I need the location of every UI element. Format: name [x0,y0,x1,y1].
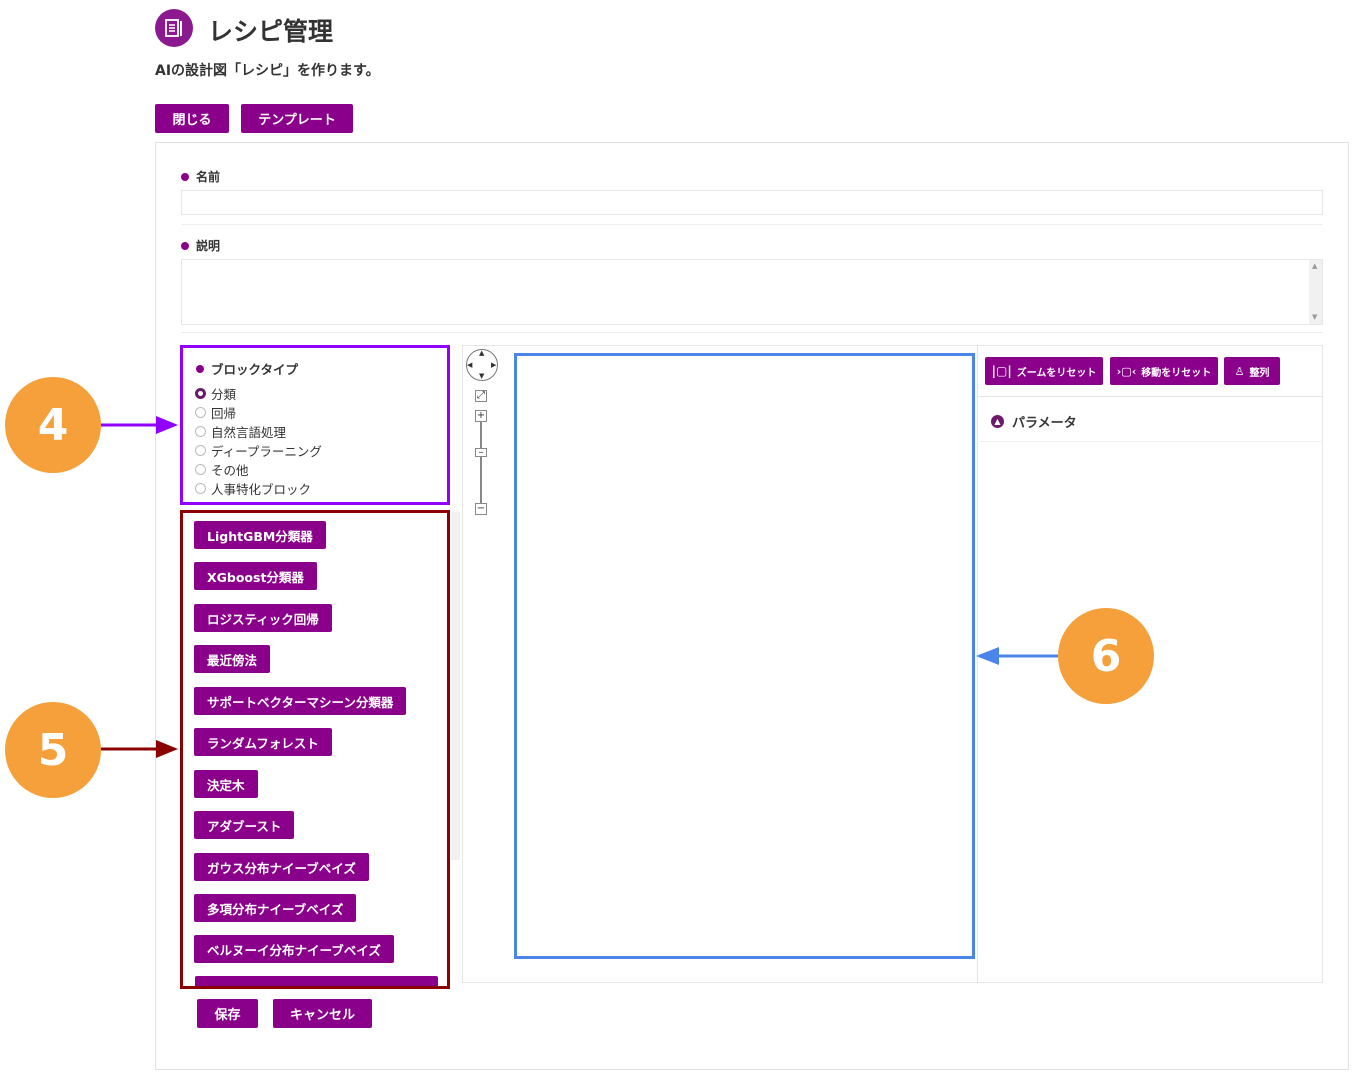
divider [977,345,978,983]
block-list-highlight [180,510,450,989]
block-multinomial-nb[interactable]: 多項分布ナイーブベイズ [194,894,357,922]
block-lightgbm-classifier[interactable]: LightGBM分類器 [194,521,326,549]
reset-zoom-button[interactable]: |▢| ズームをリセット [985,357,1103,385]
save-button[interactable]: 保存 [197,999,258,1028]
description-label: 説明 [181,237,220,254]
divider [977,396,1323,397]
pan-control[interactable]: ▲ ▼ ◀ ▶ [466,349,498,381]
block-bernoulli-nb[interactable]: ベルヌーイ分布ナイーブベイズ [194,935,394,963]
canvas-highlight[interactable] [514,353,975,959]
radio-regression[interactable]: 回帰 [195,403,322,422]
zoom-slider-track[interactable] [480,422,482,504]
divider [977,441,1323,442]
radio-icon[interactable] [195,407,206,418]
block-type-radio-group: 分類 回帰 自然言語処理 ディープラーニング その他 人事特化ブロック [195,384,322,498]
name-label: 名前 [181,168,220,185]
pan-right-icon[interactable]: ▶ [491,361,497,369]
divider [181,332,1323,333]
pan-down-icon[interactable]: ▼ [479,372,485,380]
block-xgboost-classifier[interactable]: XGboost分類器 [194,562,317,590]
reset-move-icon: ›▢‹ [1116,364,1137,378]
zoom-slider-handle[interactable]: – [475,448,487,458]
bullet-icon [196,364,204,373]
reset-move-button[interactable]: ›▢‹ 移動をリセット [1110,357,1218,385]
arrow-to-canvas [976,647,1058,665]
align-button[interactable]: ♙ 整列 [1224,357,1280,385]
radio-deep-learning[interactable]: ディープラーニング [195,441,322,460]
radio-icon[interactable] [195,464,206,475]
name-input[interactable] [181,190,1323,215]
radio-hr-blocks[interactable]: 人事特化ブロック [195,479,322,498]
zoom-in-icon[interactable]: + [475,410,487,422]
radio-nlp[interactable]: 自然言語処理 [195,422,322,441]
pan-left-icon[interactable]: ◀ [467,361,473,369]
block-adaboost[interactable]: アダブースト [194,811,295,839]
scroll-up-icon[interactable]: ▲ [1312,262,1318,270]
block-decision-tree[interactable]: 決定木 [194,770,258,798]
align-icon: ♙ [1234,364,1245,378]
arrow-to-block-type [101,416,178,434]
chevron-up-circle-icon[interactable]: ▲ [991,415,1004,428]
page-subtitle: AIの設計図「レシピ」を作ります。 [155,63,380,79]
block-partial-next[interactable] [195,976,438,986]
block-list-scrollbar[interactable] [451,512,460,860]
recipe-icon [155,9,193,47]
description-textarea[interactable] [181,259,1323,325]
pan-up-icon[interactable]: ▲ [479,349,485,357]
recipe-form-panel [155,142,1349,1070]
fit-view-icon[interactable]: ⤢ [475,390,487,402]
template-button[interactable]: テンプレート [241,104,353,133]
radio-checked-icon[interactable] [195,388,206,399]
radio-other[interactable]: その他 [195,460,322,479]
block-random-forest[interactable]: ランダムフォレスト [194,728,332,756]
block-nearest-neighbor[interactable]: 最近傍法 [194,645,271,673]
block-type-highlight [180,345,450,505]
block-svm-classifier[interactable]: サポートベクターマシーン分類器 [194,687,407,715]
reset-zoom-icon: |▢| [991,364,1012,378]
params-header[interactable]: ▲ パラメータ [991,412,1077,431]
cancel-button[interactable]: キャンセル [273,999,372,1028]
bullet-icon [181,172,189,181]
bullet-icon [181,241,189,250]
radio-icon[interactable] [195,426,206,437]
radio-icon[interactable] [195,483,206,494]
divider [181,224,1323,225]
block-type-label: ブロックタイプ [196,359,298,378]
close-button[interactable]: 閉じる [155,104,229,133]
arrow-to-block-list [101,740,178,758]
description-scrollbar[interactable] [1309,260,1322,324]
page-title: レシピ管理 [208,17,334,46]
radio-icon[interactable] [195,445,206,456]
scroll-down-icon[interactable]: ▼ [1312,313,1318,321]
zoom-out-icon[interactable]: − [475,503,487,515]
annotation-badge-6: 6 [1058,608,1154,704]
radio-classification[interactable]: 分類 [195,384,322,403]
annotation-badge-5: 5 [5,702,101,798]
block-gaussian-nb[interactable]: ガウス分布ナイーブベイズ [194,853,369,881]
designer-area [462,345,1323,983]
block-logistic-regression[interactable]: ロジスティック回帰 [194,604,332,632]
annotation-badge-4: 4 [5,377,101,473]
